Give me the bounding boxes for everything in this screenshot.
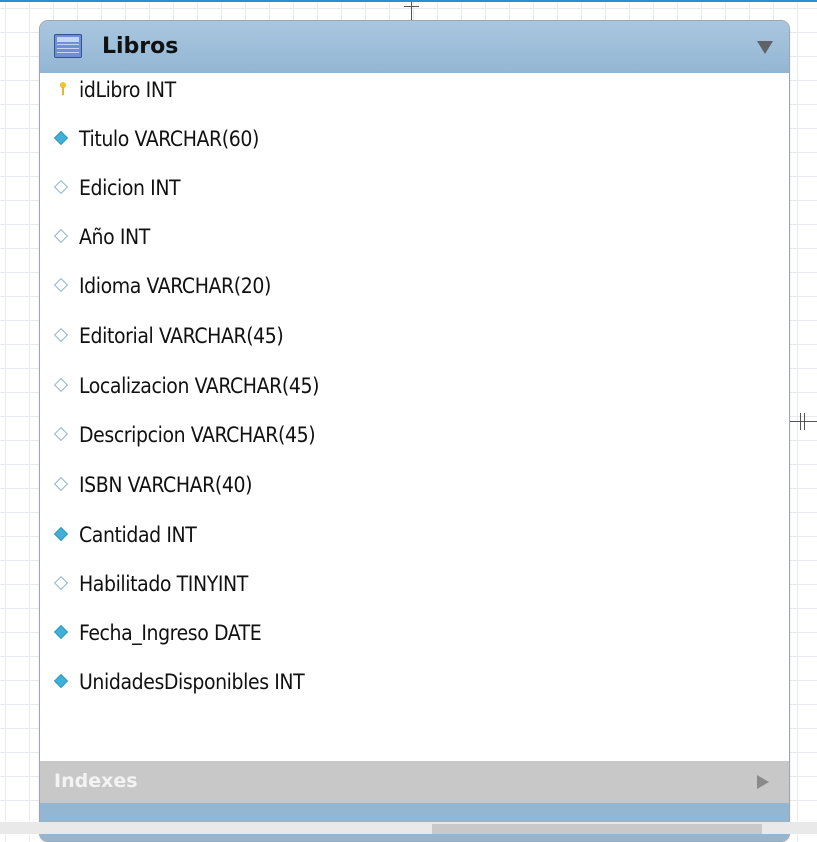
- column-row[interactable]: Descripcion VARCHAR(45): [40, 418, 789, 452]
- column-row[interactable]: Localizacion VARCHAR(45): [40, 369, 789, 403]
- column-label: idLibro INT: [79, 78, 176, 102]
- nullable-column-icon: [53, 377, 69, 393]
- column-label: Cantidad INT: [79, 523, 197, 547]
- column-row[interactable]: Fecha_Ingreso DATE: [40, 616, 789, 650]
- scrollbar-thumb[interactable]: [432, 824, 762, 834]
- relationship-cardinality-mark-right-secondary: [804, 413, 805, 430]
- nullable-column-icon: [53, 179, 69, 195]
- table-libros[interactable]: Libros idLibro INT Titulo VARCHAR(60) Ed…: [39, 20, 790, 842]
- column-list: idLibro INT Titulo VARCHAR(60) Edicion I…: [40, 73, 789, 763]
- column-label: Edicion INT: [79, 176, 181, 200]
- nullable-column-icon: [53, 476, 69, 492]
- relationship-connector-top[interactable]: [411, 2, 412, 20]
- indexes-section[interactable]: Indexes: [40, 761, 789, 803]
- nullable-column-icon: [53, 327, 69, 343]
- column-label: Fecha_Ingreso DATE: [79, 621, 262, 645]
- not-null-column-icon: [53, 526, 69, 542]
- indexes-label: Indexes: [54, 770, 138, 792]
- relationship-cardinality-mark-right: [800, 413, 801, 430]
- table-header[interactable]: Libros: [40, 21, 789, 73]
- column-label: Editorial VARCHAR(45): [79, 324, 284, 348]
- column-label: Idioma VARCHAR(20): [79, 274, 271, 298]
- nullable-column-icon: [53, 228, 69, 244]
- canvas-top-border: [0, 0, 817, 2]
- column-row[interactable]: Cantidad INT: [40, 518, 789, 552]
- table-icon: [54, 34, 82, 58]
- column-row[interactable]: idLibro INT: [40, 73, 789, 107]
- column-row[interactable]: Año INT: [40, 220, 789, 254]
- column-row[interactable]: Habilitado TINYINT: [40, 567, 789, 601]
- table-title: Libros: [102, 34, 179, 59]
- nullable-column-icon: [53, 575, 69, 591]
- relationship-connector-right[interactable]: [789, 421, 817, 422]
- column-label: Localizacion VARCHAR(45): [79, 374, 320, 398]
- column-label: Habilitado TINYINT: [79, 572, 248, 596]
- column-label: UnidadesDisponibles INT: [79, 670, 305, 694]
- nullable-column-icon: [53, 277, 69, 293]
- relationship-cardinality-mark-top: [404, 6, 419, 7]
- column-row[interactable]: Editorial VARCHAR(45): [40, 319, 789, 353]
- column-row[interactable]: UnidadesDisponibles INT: [40, 665, 789, 699]
- not-null-column-icon: [53, 673, 69, 689]
- column-label: Año INT: [79, 225, 150, 249]
- nullable-column-icon: [53, 426, 69, 442]
- not-null-column-icon: [53, 624, 69, 640]
- column-label: ISBN VARCHAR(40): [79, 473, 253, 497]
- not-null-column-icon: [53, 130, 69, 146]
- column-row[interactable]: Titulo VARCHAR(60): [40, 122, 789, 156]
- column-row[interactable]: Idioma VARCHAR(20): [40, 269, 789, 303]
- column-row[interactable]: Edicion INT: [40, 171, 789, 205]
- collapse-icon[interactable]: [757, 41, 773, 54]
- expand-indexes-icon[interactable]: [757, 775, 769, 789]
- column-label: Titulo VARCHAR(60): [79, 127, 259, 151]
- primary-key-icon: [59, 82, 67, 96]
- column-label: Descripcion VARCHAR(45): [79, 423, 316, 447]
- column-row[interactable]: ISBN VARCHAR(40): [40, 468, 789, 502]
